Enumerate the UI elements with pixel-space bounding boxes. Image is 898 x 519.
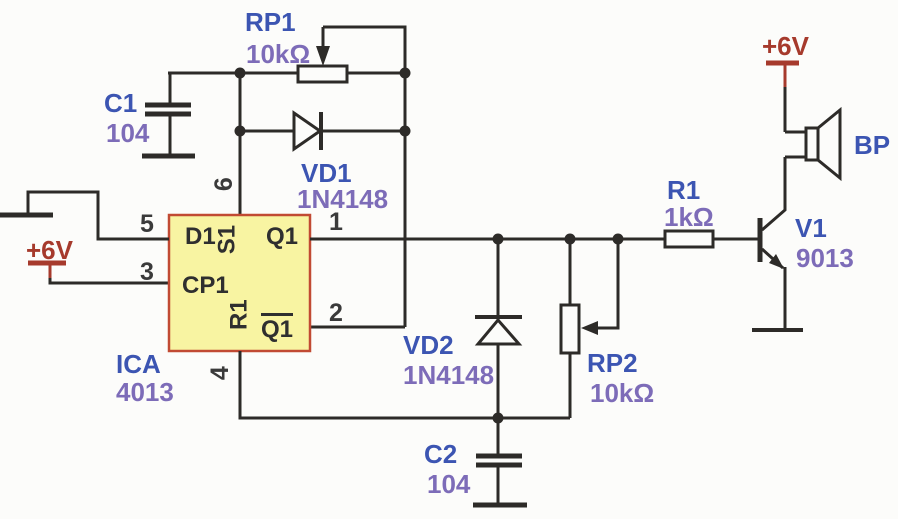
supply-left-symbol <box>28 260 169 285</box>
ic-pin-label-cp: CP1 <box>182 272 229 299</box>
vd1-name: VD1 <box>301 158 352 188</box>
ic-name: ICA <box>116 349 161 379</box>
supply-right-symbol <box>766 60 799 132</box>
vd2-name: VD2 <box>403 330 454 360</box>
r1-name: R1 <box>667 175 701 205</box>
rp1-value: 10kΩ <box>246 39 311 69</box>
c1-name: C1 <box>104 88 138 118</box>
wire-pin4-bottom <box>238 351 570 420</box>
ic-body <box>167 213 312 353</box>
ic-pin-label-s: S1 <box>213 224 241 255</box>
ic-pin-number-3: 3 <box>140 258 154 286</box>
junction-dots <box>234 67 624 424</box>
vd1-diode <box>240 110 405 152</box>
v1-transistor <box>752 157 803 332</box>
ic-pin-number-2: 2 <box>329 299 343 327</box>
vd2-diode <box>474 239 523 418</box>
vd2-value: 1N4148 <box>403 360 495 390</box>
c1-value: 104 <box>106 118 150 148</box>
r1-value: 1kΩ <box>664 202 714 232</box>
ic-value: 4013 <box>116 377 174 407</box>
ic-pin-number-5: 5 <box>140 210 154 238</box>
supply-right-label: +6V <box>762 31 809 61</box>
ic-pin-number-4: 4 <box>205 366 234 381</box>
rp2-name: RP2 <box>587 348 638 378</box>
ic-pin-label-r: R1 <box>225 299 253 330</box>
rp1-potentiometer <box>296 25 407 84</box>
ic-pin-label-qbar: Q1 <box>261 313 294 342</box>
rp1-name: RP1 <box>245 7 296 37</box>
vd1-value: 1N4148 <box>297 184 389 214</box>
rp2-potentiometer <box>559 239 620 418</box>
ic-pin-number-6: 6 <box>209 177 238 192</box>
c2-value: 104 <box>427 469 471 499</box>
supply-left-label: +6V <box>26 235 73 265</box>
v1-value: 9013 <box>796 243 854 273</box>
ic-pin-label-d: D1 <box>185 223 216 250</box>
v1-name: V1 <box>795 213 827 243</box>
c2-name: C2 <box>424 439 458 469</box>
ic-pin-number-1: 1 <box>329 208 343 236</box>
ic-pin-label-q: Q1 <box>266 223 299 250</box>
bp-speaker <box>785 106 842 182</box>
bp-name: BP <box>854 130 891 160</box>
c1-capacitor <box>142 73 195 159</box>
rp2-value: 10kΩ <box>590 378 655 408</box>
c2-capacitor <box>473 418 527 508</box>
r1-resistor <box>663 229 715 249</box>
